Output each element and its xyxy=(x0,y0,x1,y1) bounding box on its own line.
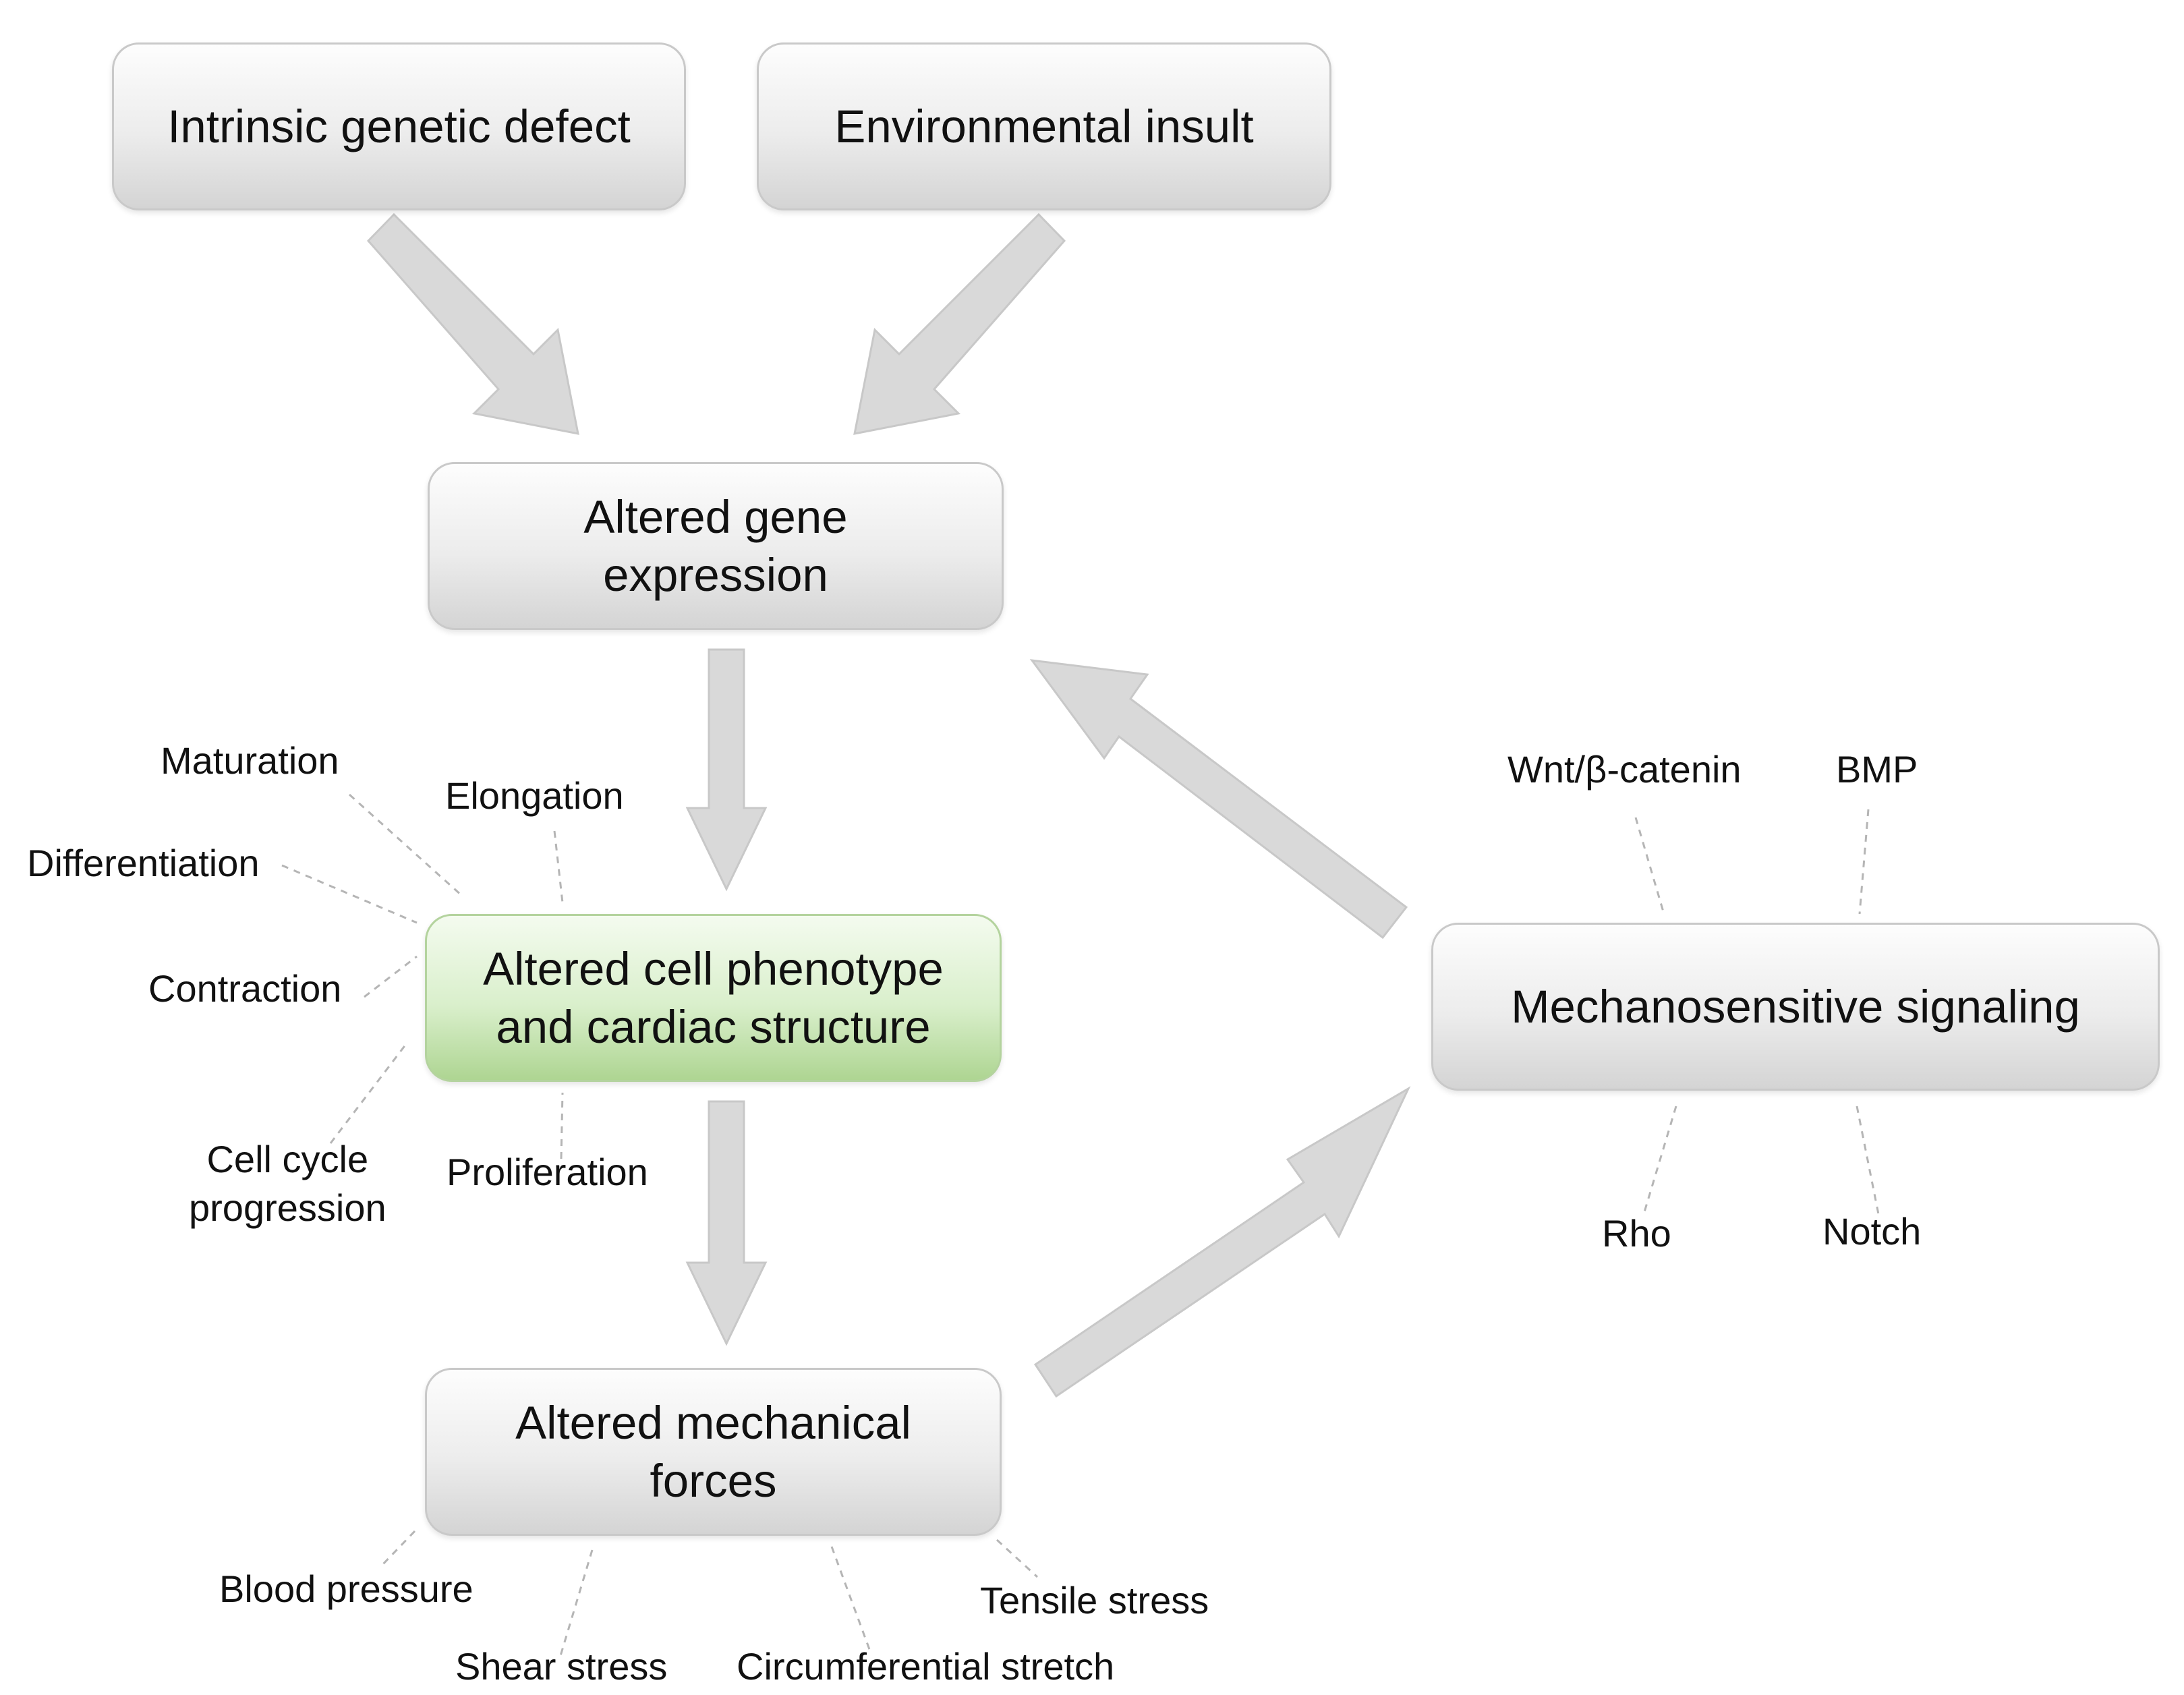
label-shear-stress: Shear stress xyxy=(455,1645,668,1688)
label-differentiation: Differentiation xyxy=(27,842,260,884)
environmental-insult-label: Environmental insult xyxy=(834,100,1254,152)
gene-expression-label: Altered gene expression xyxy=(583,490,848,601)
label-elongation: Elongation xyxy=(445,774,624,817)
leader-blood-pressure xyxy=(380,1530,416,1568)
mechanical-forces-box: Altered mechanical forces xyxy=(425,1368,1002,1536)
gene-expression-box: Altered gene expression xyxy=(428,462,1004,630)
label-blood-pressure: Blood pressure xyxy=(219,1568,473,1610)
label-notch: Notch xyxy=(1822,1210,1922,1253)
leader-rho xyxy=(1642,1105,1677,1215)
leader-notch xyxy=(1856,1105,1880,1215)
arrow-signaling-to-expression xyxy=(1029,659,1408,940)
label-proliferation: Proliferation xyxy=(447,1151,648,1193)
mechanosensitive-box: Mechanosensitive signaling xyxy=(1431,923,2160,1091)
label-circumferential: Circumferential stretch xyxy=(737,1645,1115,1688)
arrow-environment-to-expression xyxy=(853,212,1066,435)
leader-wnt xyxy=(1634,817,1665,915)
genetic-defect-label: Intrinsic genetic defect xyxy=(167,100,631,152)
leader-cell-cycle xyxy=(329,1043,407,1144)
label-cell-cycle: Cell cycle progression xyxy=(189,1138,386,1229)
cell-phenotype-label: Altered cell phenotype and cardiac struc… xyxy=(483,942,944,1053)
leader-bmp xyxy=(1858,809,1870,915)
label-wnt: Wnt/β-catenin xyxy=(1507,748,1742,791)
label-bmp: BMP xyxy=(1836,748,1918,791)
genetic-defect-box: Intrinsic genetic defect xyxy=(112,42,686,210)
cell-phenotype-box: Altered cell phenotype and cardiac struc… xyxy=(425,914,1002,1082)
arrow-phenotype-to-forces xyxy=(685,1100,768,1346)
arrow-expression-to-phenotype xyxy=(685,648,768,892)
leader-shear-stress xyxy=(558,1549,594,1659)
leader-circumferential xyxy=(830,1546,871,1652)
arrow-forces-to-signaling xyxy=(1033,1086,1411,1398)
arrow-genetic-to-expression xyxy=(366,212,579,435)
leader-differentiation xyxy=(281,864,418,924)
environmental-insult-box: Environmental insult xyxy=(757,42,1331,210)
label-maturation: Maturation xyxy=(161,739,339,782)
label-contraction: Contraction xyxy=(148,967,342,1010)
mechanosensitive-label: Mechanosensitive signaling xyxy=(1511,980,2080,1033)
label-rho: Rho xyxy=(1602,1212,1671,1255)
leader-proliferation xyxy=(560,1092,564,1159)
label-tensile: Tensile stress xyxy=(980,1579,1209,1621)
leader-tensile xyxy=(996,1539,1039,1578)
leader-elongation xyxy=(553,830,564,903)
leader-contraction xyxy=(364,955,418,998)
mechanical-forces-label: Altered mechanical forces xyxy=(515,1396,911,1507)
